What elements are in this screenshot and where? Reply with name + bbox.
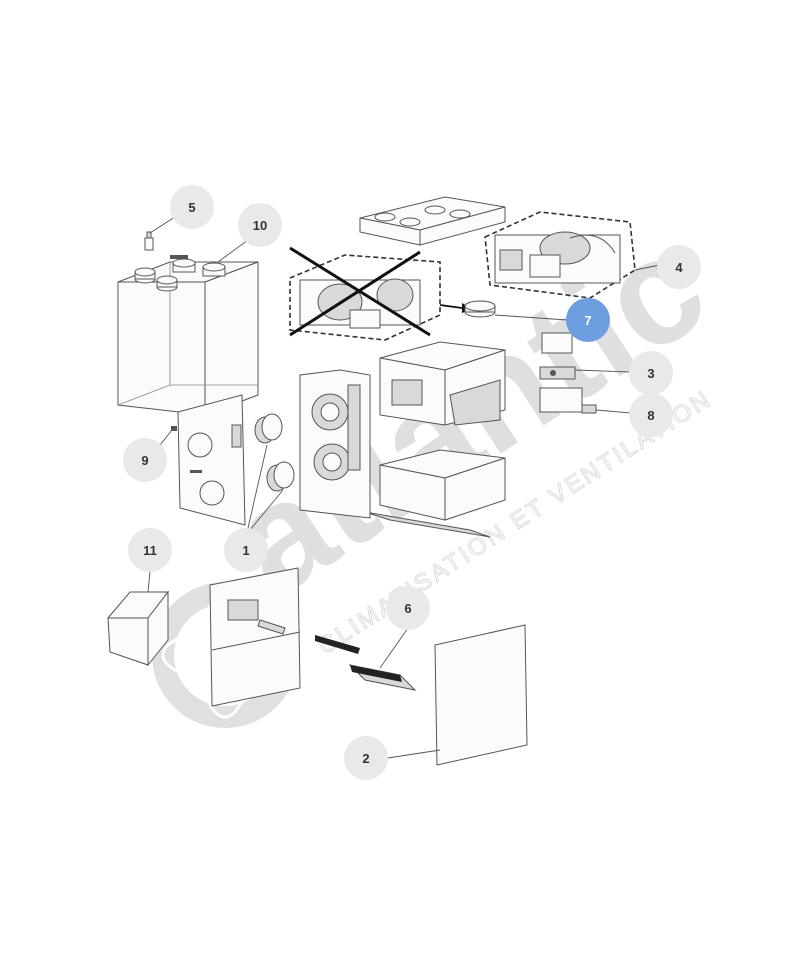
callout-10: 10 xyxy=(238,203,282,247)
part-6-gaskets xyxy=(315,635,417,691)
callout-11: 11 xyxy=(128,528,172,572)
drain-tray xyxy=(364,449,506,538)
part-11-module xyxy=(106,590,170,667)
callout-4: 4 xyxy=(657,245,701,289)
front-door-panel xyxy=(209,567,301,707)
part-3-control-module xyxy=(539,332,576,380)
part-7-seal xyxy=(439,300,496,318)
callout-1: 1 xyxy=(224,528,268,572)
part-1-filters xyxy=(254,413,295,492)
part-10-casing xyxy=(117,255,259,416)
callout-3: 3 xyxy=(629,351,673,395)
callout-7: 7 xyxy=(566,298,610,342)
part-2-front-plate xyxy=(434,624,528,766)
callout-8: 8 xyxy=(629,393,673,437)
front-inner-cover xyxy=(171,394,246,526)
callout-9: 9 xyxy=(123,438,167,482)
callout-5: 5 xyxy=(170,185,214,229)
part-4-fan-assembly xyxy=(484,211,636,299)
central-frame xyxy=(379,341,506,426)
top-duct-plate xyxy=(359,196,506,246)
crossed-out-fan-assembly xyxy=(289,246,441,341)
part-5-valve xyxy=(144,231,154,251)
callout-6: 6 xyxy=(386,586,430,630)
heat-exchanger-block xyxy=(299,369,371,519)
part-8-sensor xyxy=(539,387,597,414)
callout-2: 2 xyxy=(344,736,388,780)
